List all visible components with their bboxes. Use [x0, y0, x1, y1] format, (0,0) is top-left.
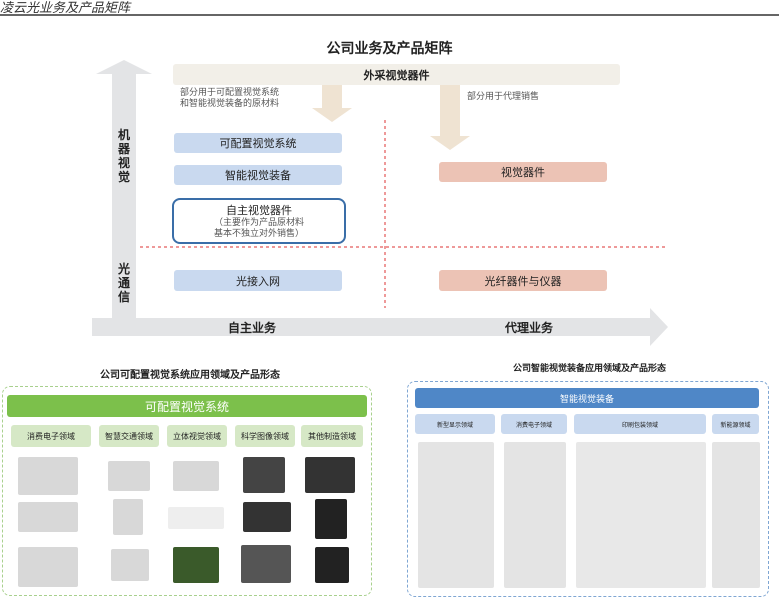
- category-printing: 印刷包装领域: [574, 414, 706, 434]
- product-image: [108, 461, 150, 491]
- product-image: [315, 547, 349, 583]
- product-image: [18, 457, 78, 495]
- product-image-group: [504, 442, 566, 588]
- smart-vision-equipment: 智能视觉装备: [174, 165, 342, 185]
- category-consumer: 消费电子领域: [11, 425, 91, 447]
- product-image: [168, 507, 224, 529]
- y-label-machine-vision: 机器视觉: [117, 128, 130, 184]
- product-image: [18, 502, 78, 532]
- axis-arrows: [92, 60, 668, 346]
- product-image: [315, 499, 347, 539]
- optical-access-network: 光接入网: [174, 270, 342, 291]
- external-components-bar: 外采视觉器件: [173, 64, 620, 85]
- left-panel-caption: 公司可配置视觉系统应用领域及产品形态: [100, 370, 280, 381]
- right-panel: 智能视觉装备 新型显示领域 消费电子领域 印刷包装领域 新能源领域: [407, 381, 769, 597]
- right-panel-caption: 公司智能视觉装备应用领域及产品形态: [512, 364, 666, 374]
- product-image: [173, 547, 219, 583]
- product-image: [111, 549, 149, 581]
- note-left: 部分用于可配置视觉系统和智能视觉装备的原材料: [180, 88, 280, 109]
- header-divider: [0, 14, 779, 16]
- product-image-group: [418, 442, 494, 588]
- right-panel-header: 智能视觉装备: [415, 388, 759, 408]
- note-right: 部分用于代理销售: [467, 92, 540, 102]
- y-axis-arrow: [96, 60, 152, 330]
- left-panel-header: 可配置视觉系统: [7, 395, 367, 417]
- product-image-group: [576, 442, 706, 588]
- product-image: [18, 547, 78, 587]
- category-consumer-electronics: 消费电子领域: [501, 414, 567, 434]
- product-image: [241, 545, 291, 583]
- category-stereo: 立体视觉领域: [167, 425, 227, 447]
- category-display: 新型显示领域: [415, 414, 495, 434]
- vision-components: 视觉器件: [439, 162, 607, 182]
- product-image-group: [712, 442, 760, 588]
- product-image: [243, 457, 285, 493]
- left-panel: 可配置视觉系统 消费电子领域 智慧交通领域 立体视觉领域 科学图像领域 其他制造…: [2, 386, 372, 596]
- category-other: 其他制造领域: [301, 425, 363, 447]
- fiber-devices-instruments: 光纤器件与仪器: [439, 270, 607, 291]
- y-label-optical-comm: 光通信: [117, 262, 130, 304]
- product-image: [173, 461, 219, 491]
- matrix-title: 公司业务及产品矩阵: [326, 41, 453, 57]
- x-label-agency: 代理业务: [505, 321, 554, 335]
- own-vision-components: 自主视觉器件 （主要作为产品原材料 基本不独立对外销售）: [172, 198, 346, 244]
- product-image: [305, 457, 355, 493]
- x-label-own: 自主业务: [228, 321, 277, 335]
- x-axis-arrow: [92, 308, 668, 346]
- category-traffic: 智慧交通领域: [99, 425, 159, 447]
- down-arrow-left: [312, 82, 352, 122]
- down-arrow-right: [430, 82, 470, 150]
- configurable-vision-system: 可配置视觉系统: [174, 133, 342, 153]
- category-science: 科学图像领域: [235, 425, 295, 447]
- category-new-energy: 新能源领域: [712, 414, 759, 434]
- page-header: 凌云光业务及产品矩阵: [0, 1, 131, 16]
- product-image: [113, 499, 143, 535]
- product-image: [243, 502, 291, 532]
